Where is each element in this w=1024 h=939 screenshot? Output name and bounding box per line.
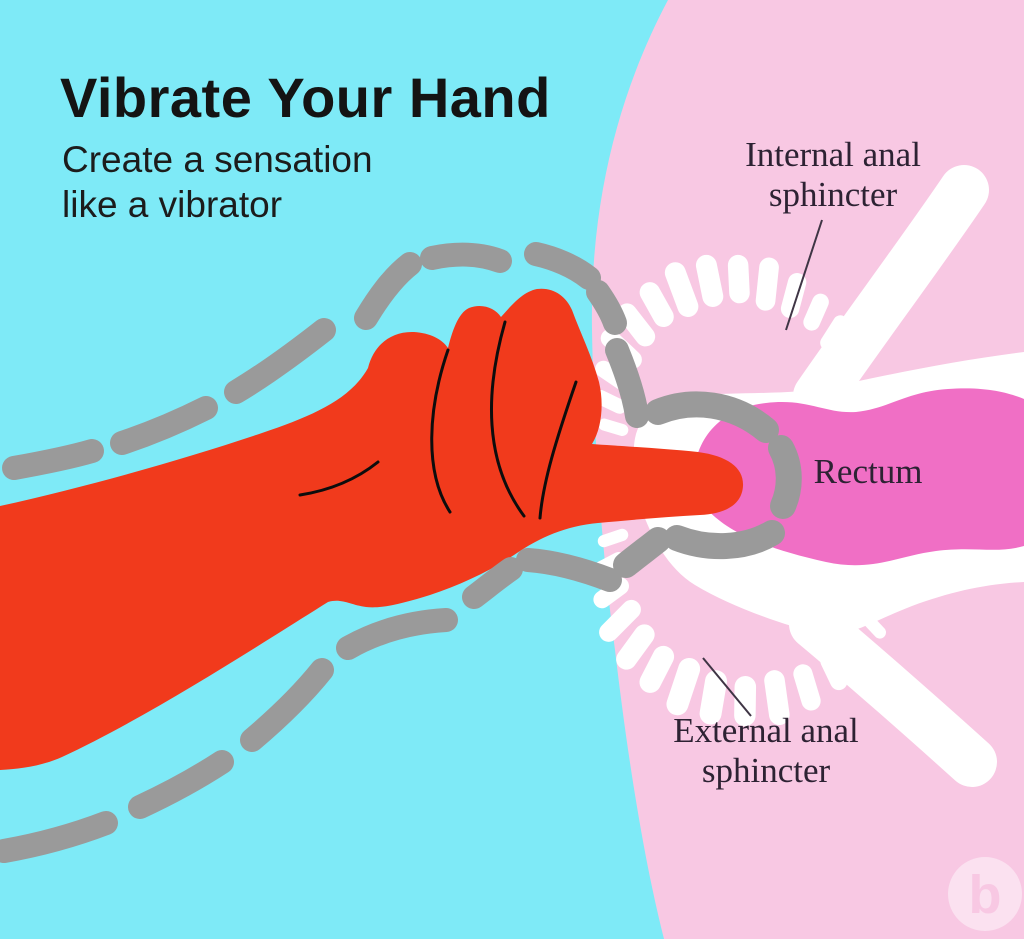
- hand-illustration: [0, 288, 744, 770]
- finger-crease: [490, 320, 526, 518]
- muscle-segment: [598, 418, 629, 437]
- page-subtitle-line1: Create a sensation: [62, 139, 373, 180]
- watermark-letter-b: b: [969, 865, 1002, 925]
- vibration-arc: [664, 520, 785, 560]
- vibration-arc: [645, 391, 779, 443]
- vibration-arc: [613, 527, 671, 578]
- external-sphincter-band: [789, 599, 997, 787]
- vibration-dash: [516, 548, 622, 592]
- vibration-dash: [605, 338, 649, 428]
- vibration-dash: [524, 242, 601, 290]
- muscle-segment: [764, 670, 790, 726]
- muscle-segment: [820, 652, 848, 691]
- vibration-dash: [2, 439, 104, 480]
- muscle-segment: [727, 254, 750, 304]
- page-title: Vibrate Your Hand: [60, 66, 551, 129]
- finger-crease-lines: [298, 320, 578, 520]
- muscle-segment: [639, 282, 674, 328]
- vibration-dashes: [0, 242, 802, 863]
- muscle-segment: [639, 645, 675, 693]
- vibration-dash: [354, 252, 422, 330]
- vibration-dash: [336, 608, 458, 660]
- external-sphincter-label-line1: External anal: [673, 711, 859, 750]
- internal-sphincter-label-line2: sphincter: [769, 175, 898, 214]
- muscle-segment: [617, 303, 656, 347]
- finger-crease: [430, 348, 452, 514]
- muscle-segment: [734, 675, 757, 727]
- muscle-segment: [664, 262, 699, 318]
- external-sphincter-pointer-line: [702, 657, 752, 717]
- vibration-dash: [128, 750, 234, 819]
- muscle-segment: [616, 624, 655, 670]
- vibration-dash: [240, 658, 334, 752]
- muscle-segment: [695, 254, 724, 307]
- brand-watermark: b: [948, 857, 1022, 931]
- internal-sphincter-label-line1: Internal anal: [745, 135, 921, 174]
- vibration-dash: [110, 396, 218, 455]
- muscle-segment: [862, 614, 887, 639]
- vibration-dash: [462, 557, 523, 609]
- internal-sphincter-band: [793, 165, 989, 421]
- external-sphincter-muscle-segments: [592, 509, 895, 727]
- vibration-dash: [224, 318, 336, 404]
- finger-crease: [538, 380, 578, 520]
- page-subtitle-line2: like a vibrator: [62, 184, 282, 225]
- muscle-segment: [597, 528, 629, 548]
- label-pointer-lines: [702, 219, 823, 717]
- muscle-segment: [879, 593, 895, 608]
- vibration-dash: [420, 242, 512, 273]
- muscle-segment: [842, 632, 871, 669]
- thumb-crease: [298, 460, 380, 497]
- external-sphincter-label-line2: sphincter: [702, 751, 831, 790]
- muscle-segment: [820, 315, 848, 351]
- internal-sphincter-pointer-line: [785, 219, 823, 331]
- muscle-segment: [599, 599, 641, 642]
- muscle-segment: [699, 670, 728, 725]
- vibration-dash: [0, 811, 118, 863]
- muscle-segment: [666, 657, 701, 716]
- watermark-circle: [948, 857, 1022, 931]
- rectum-label: Rectum: [814, 452, 923, 491]
- vibration-arc: [768, 435, 802, 519]
- muscle-segment: [834, 343, 858, 368]
- muscle-segment: [755, 257, 779, 311]
- muscle-segment: [593, 390, 627, 414]
- muscle-segment: [846, 372, 861, 387]
- vibration-dash: [586, 280, 627, 335]
- muscle-segment: [803, 293, 829, 331]
- muscle-segment: [793, 664, 821, 711]
